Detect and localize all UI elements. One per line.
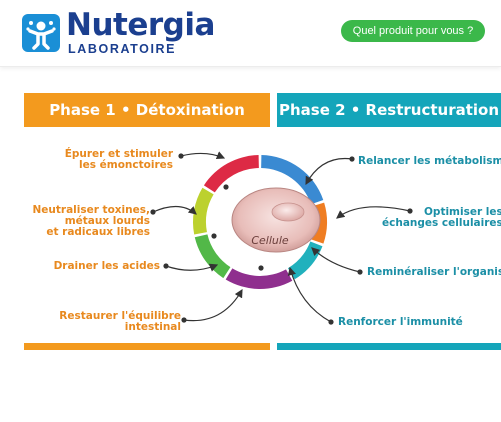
arrow-dot [328, 319, 334, 325]
nutergia-logo-icon[interactable] [22, 14, 60, 52]
label-epurer-emonctoires: Épurer et stimuler les émonctoires [64, 148, 173, 171]
ring-dot [258, 265, 264, 271]
label-drainer-acides: Drainer les acides [53, 260, 160, 272]
site-header: Nutergia LABORATOIRE Quel produit pour v… [0, 0, 501, 67]
arrow-dot [163, 263, 169, 269]
label-restaurer-intestinal: Restaurer l'équilibre intestinal [59, 310, 181, 333]
arrow-dot [357, 269, 363, 275]
ring-dot [223, 184, 229, 190]
arrow-group [152, 151, 411, 323]
label-neutraliser-toxines: Neutraliser toxines, métaux lourds et ra… [32, 204, 150, 238]
arrow-right-3 [311, 247, 361, 273]
arrow-dot [349, 156, 355, 162]
ring-segment-red [203, 155, 259, 193]
arrow-left-2 [152, 205, 197, 215]
ring-segment-yellowgreen [193, 187, 214, 235]
arrow-dot [178, 153, 184, 159]
arrow-right-1 [305, 157, 353, 186]
arrow-dot [407, 208, 413, 214]
phase-1-header: Phase 1 • Détoxination [24, 93, 270, 127]
ring-dot [211, 233, 217, 239]
cell-icon [231, 187, 321, 253]
arrow-left-1 [180, 151, 226, 160]
phase-2-bottom-bar [277, 343, 501, 350]
arrow-dot [181, 317, 187, 323]
label-relancer-metabolismes: Relancer les métabolismes [358, 155, 501, 167]
brand-subtitle: LABORATOIRE [68, 42, 177, 56]
arrow-right-2 [336, 206, 411, 219]
cell-label: Cellule [251, 234, 289, 247]
brand-name[interactable]: Nutergia [66, 7, 215, 43]
phase-2-header: Phase 2 • Restructuration [277, 93, 501, 127]
arrow-dot [150, 209, 156, 215]
arrow-right-4 [287, 266, 332, 323]
label-renforcer-immunite: Renforcer l'immunité [338, 316, 463, 328]
product-quiz-button[interactable]: Quel produit pour vous ? [341, 20, 485, 42]
ring-segment-purple [225, 268, 293, 290]
phase-1-bottom-bar [24, 343, 270, 350]
arrow-left-4 [183, 288, 243, 322]
label-optimiser-echanges: Optimiser les échanges cellulaires [382, 206, 501, 229]
ring-segment-blue [261, 155, 324, 205]
ring-segment-green [194, 234, 231, 279]
cycle-ring [193, 155, 327, 290]
arrow-left-3 [165, 263, 219, 272]
label-remineraliser: Reminéraliser l'organisme [367, 266, 501, 278]
